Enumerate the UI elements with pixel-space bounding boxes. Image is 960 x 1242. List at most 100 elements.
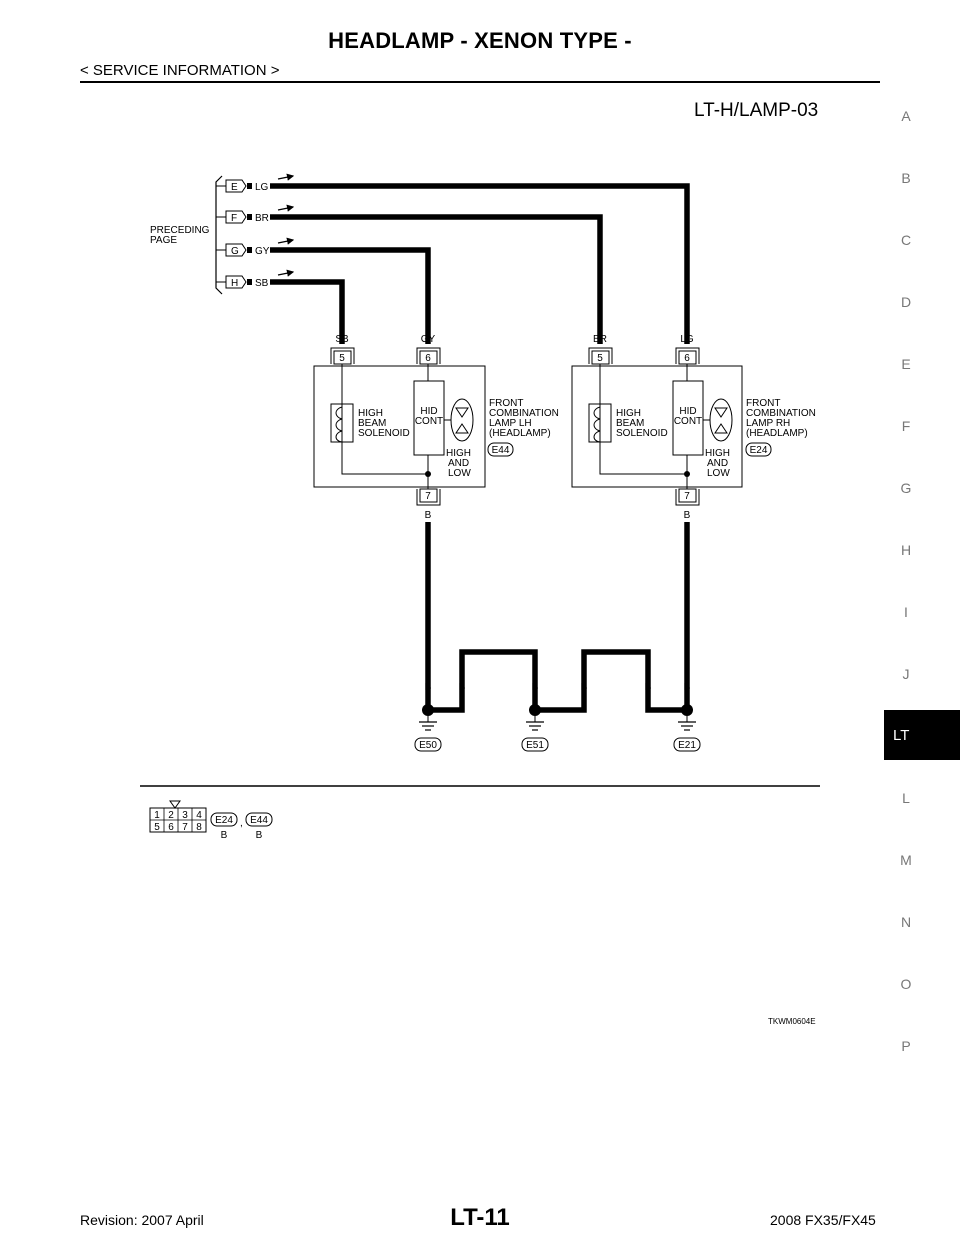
input-letter-e: E (231, 182, 238, 193)
index-letter-g[interactable]: G (900, 480, 912, 496)
lh-hid-label-2: CONT (415, 416, 443, 427)
legend-pin-3: 3 (182, 810, 188, 821)
index-letter-e[interactable]: E (901, 356, 911, 372)
index-letter-h[interactable]: H (900, 542, 912, 558)
lh-wire-out-label: B (425, 510, 432, 521)
index-letter-b[interactable]: B (901, 170, 911, 186)
input-letter-f: F (231, 213, 237, 224)
ground-wire-label-6: B (684, 682, 691, 693)
rh-name-4: (HEADLAMP) (746, 428, 808, 439)
header-divider (80, 81, 880, 83)
wire-gy (270, 247, 431, 344)
arrow-h (277, 269, 295, 277)
ground-e51: E51 (521, 704, 549, 752)
wire-label-br: BR (593, 334, 607, 345)
preceding-bracket (215, 175, 223, 295)
index-letter-d[interactable]: D (900, 294, 912, 310)
index-letter-i[interactable]: I (904, 604, 908, 620)
legend-pin-2: 2 (168, 810, 174, 821)
index-letter-n[interactable]: N (900, 914, 912, 930)
index-letter-a[interactable]: A (901, 108, 911, 124)
diagram-id: LT-H/LAMP-03 (694, 100, 819, 121)
rh-hl-label-1: HIGH (705, 448, 730, 459)
rh-solenoid-label-2: BEAM (616, 418, 644, 429)
legend-pin-7: 7 (182, 822, 188, 833)
rh-hid-label-1: HID (679, 406, 696, 417)
index-letter-f[interactable]: F (901, 418, 911, 434)
rh-junction (684, 471, 690, 477)
lh-hl-label-1: HIGH (446, 448, 471, 459)
wire-ground-link-2 (535, 649, 687, 713)
arrow-f (277, 204, 295, 212)
ground-label-e51: E51 (526, 740, 544, 751)
section-subtitle: < SERVICE INFORMATION > (80, 62, 280, 79)
lh-hl-label-3: LOW (448, 468, 471, 479)
rh-solenoid-label-1: HIGH (616, 408, 641, 419)
lh-hid-box (413, 380, 445, 456)
wire-br (270, 214, 603, 344)
index-letter-m[interactable]: M (900, 852, 912, 868)
index-letter-l[interactable]: L (902, 790, 910, 806)
input-color-gy: GY (255, 246, 270, 257)
input-color-sb: SB (255, 278, 269, 289)
lh-hid-label-1: HID (420, 406, 437, 417)
input-color-lg: LG (255, 182, 269, 193)
arrow-g (277, 237, 295, 245)
rh-hid-box (672, 380, 704, 456)
preceding-label-2: PAGE (150, 235, 177, 246)
lh-connector-id: E44 (492, 445, 510, 456)
legend-pin-1: 1 (154, 810, 160, 821)
ground-wire-label-4: B (581, 682, 588, 693)
rh-name-2: COMBINATION (746, 408, 816, 419)
input-color-br: BR (255, 213, 269, 224)
rh-wire-out-label: B (684, 510, 691, 521)
lh-name-1: FRONT (489, 398, 523, 409)
input-terminal-h: H SB (216, 269, 295, 289)
ground-wire-label-1: B (425, 682, 432, 693)
input-letter-h: H (231, 278, 238, 289)
lh-connector-top-a (330, 347, 355, 364)
wire-label-lg: LG (680, 334, 694, 345)
rh-connector-top-b (675, 347, 700, 364)
lh-solenoid-label-1: HIGH (358, 408, 383, 419)
index-letter-j[interactable]: J (902, 666, 910, 682)
ground-e50: E50 (414, 704, 442, 752)
lh-pin-6: 6 (425, 353, 431, 364)
connector-lock-icon (169, 800, 181, 809)
index-tab-lt[interactable]: LT (884, 710, 960, 760)
lh-solenoid-coil-icon (335, 406, 343, 443)
arrow-e (277, 173, 295, 181)
rh-name-3: LAMP RH (746, 418, 790, 429)
legend-color-b: B (256, 830, 263, 841)
page-title: HEADLAMP - XENON TYPE - (328, 28, 632, 53)
input-terminal-g: G GY (216, 237, 295, 257)
lh-solenoid-label-3: SOLENOID (358, 428, 410, 439)
input-letter-g: G (231, 246, 239, 257)
index-letter-p[interactable]: P (901, 1038, 911, 1054)
index-letter-c[interactable]: C (900, 232, 912, 248)
index-letter-o[interactable]: O (900, 976, 912, 992)
rh-hl-label-3: LOW (707, 468, 730, 479)
rh-hl-label-2: AND (707, 458, 728, 469)
rh-body (571, 365, 743, 488)
figure-code: TKWM0604E (768, 1017, 816, 1026)
rh-name-1: FRONT (746, 398, 780, 409)
rh-connector-top-a (588, 347, 613, 364)
legend-pin-8: 8 (196, 822, 202, 833)
lh-hl-label-2: AND (448, 458, 469, 469)
lh-name-3: LAMP LH (489, 418, 532, 429)
ground-e21: E21 (673, 704, 701, 752)
rh-connector-id: E24 (750, 445, 768, 456)
lh-connector-bottom (416, 489, 441, 506)
preceding-label-1: PRECEDING (150, 225, 210, 236)
rh-bulb-icon (709, 398, 733, 442)
legend-conn-e44: E44 (250, 815, 268, 826)
lh-bulb-icon (450, 398, 474, 442)
legend-color-a: B (221, 830, 228, 841)
ground-label-e21: E21 (678, 740, 696, 751)
legend-conn-e24: E24 (215, 815, 233, 826)
legend-pin-6: 6 (168, 822, 174, 833)
ground-wire-label-2: B (459, 682, 466, 693)
ground-wire-label-3: B (532, 682, 539, 693)
